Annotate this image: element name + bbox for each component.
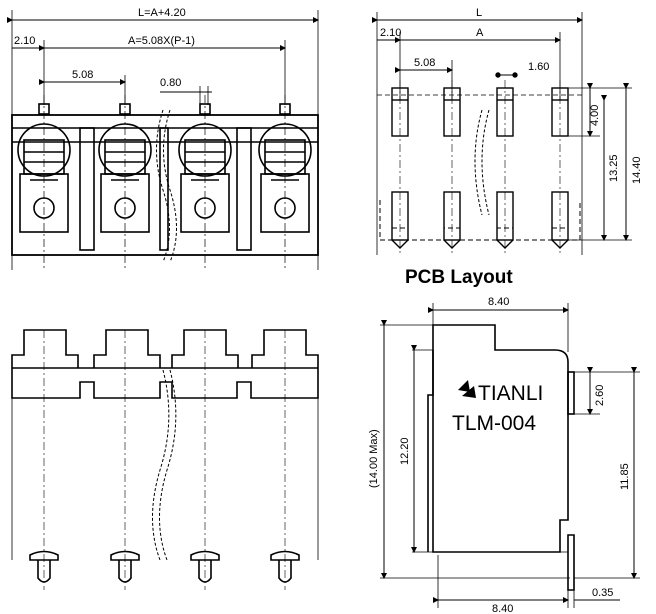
- side-dim-body-height: 12.20: [399, 437, 411, 465]
- side-view: [380, 303, 640, 608]
- front-view: [7, 10, 319, 270]
- side-dim-bottom-width: 8.40: [492, 603, 513, 614]
- pcb-dim-hole: 1.60: [528, 61, 549, 73]
- model-number: TLM-004: [452, 412, 536, 435]
- pcb-layout-title: PCB Layout: [405, 267, 513, 288]
- pcb-dim-13: 13.25: [608, 154, 620, 182]
- side-dim-2-60: 2.60: [594, 385, 606, 406]
- bottom-view: [11, 329, 319, 590]
- dim-pin-width: 0.80: [160, 77, 181, 89]
- pcb-dim-edge: 2.10: [380, 27, 401, 39]
- tianli-logo-icon: [458, 380, 476, 398]
- brand-name: TIANLI: [478, 382, 543, 405]
- pcb-dim-A: A: [476, 27, 484, 39]
- pcb-layout: [372, 12, 632, 255]
- side-dim-11-85: 11.85: [619, 463, 631, 490]
- side-dim-0-35: 0.35: [592, 587, 613, 599]
- pcb-dim-pitch: 5.08: [414, 57, 435, 69]
- pcb-dim-L: L: [476, 7, 482, 19]
- dim-total-length: L=A+4.20: [138, 7, 186, 19]
- side-dim-top-width: 8.40: [488, 296, 509, 308]
- pcb-dim-14: 14.40: [631, 156, 643, 184]
- dim-edge-offset: 2.10: [14, 35, 35, 47]
- pcb-dim-4: 4.00: [589, 105, 601, 126]
- dim-pitch-formula: A=5.08X(P-1): [128, 35, 195, 47]
- side-dim-max-height: (14.00 Max): [368, 429, 380, 488]
- dim-pitch: 5.08: [72, 69, 93, 81]
